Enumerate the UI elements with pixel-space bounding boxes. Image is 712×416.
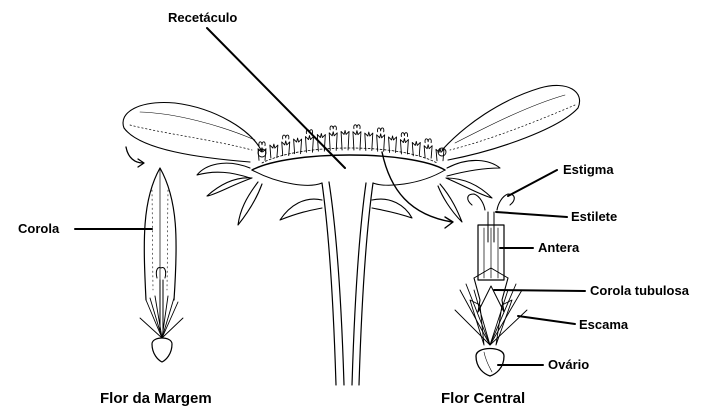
- disc-floret: [329, 132, 337, 151]
- disc-floret-stigma: [259, 142, 265, 146]
- disc-floret: [305, 136, 313, 153]
- disc-floret-stigma: [401, 133, 407, 137]
- label-receptacle: Recetáculo: [168, 11, 237, 24]
- disc-flower-illustration: [455, 194, 527, 376]
- label-ovary: Ovário: [548, 358, 589, 371]
- label-style: Estilete: [571, 210, 617, 223]
- label-disc-flower: Flor Central: [441, 391, 525, 406]
- disc-floret: [258, 148, 266, 161]
- disc-floret-stigma: [354, 125, 360, 129]
- disc-floret: [436, 148, 444, 160]
- leader-lines: [75, 28, 585, 365]
- label-corolla: Corola: [18, 222, 59, 235]
- disc-floret: [365, 132, 373, 150]
- leader-scale: [518, 316, 575, 324]
- involucral-bracts: [197, 160, 500, 225]
- disc-floret: [282, 141, 290, 156]
- ray-flower-illustration: [140, 168, 183, 362]
- disc-floret: [424, 145, 432, 158]
- disc-floret: [389, 136, 397, 152]
- ray-florets: [123, 85, 580, 162]
- receptacle-dome: [252, 148, 445, 185]
- label-scale: Escama: [579, 318, 628, 331]
- label-stigma: Estigma: [563, 163, 614, 176]
- disc-floret: [341, 130, 349, 150]
- disc-floret: [400, 139, 408, 154]
- capitulum-illustration: [123, 85, 580, 385]
- leader-stigma: [508, 170, 557, 196]
- disc-floret-stigma: [425, 139, 431, 143]
- disc-floret: [270, 144, 278, 158]
- stems: [322, 182, 373, 385]
- leader-style: [496, 212, 567, 217]
- label-ray-flower: Flor da Margem: [100, 391, 212, 406]
- disc-floret-stigma: [378, 128, 384, 132]
- disc-floret: [353, 131, 361, 150]
- label-tubular-corolla: Corola tubulosa: [590, 284, 689, 297]
- disc-floret: [294, 138, 302, 154]
- disc-floret-stigma: [330, 126, 336, 130]
- disc-floret: [412, 141, 420, 155]
- arrow-to-disc-flower: [382, 152, 452, 222]
- label-anther: Antera: [538, 241, 579, 254]
- disc-floret: [377, 134, 385, 151]
- disc-floret-stigma: [283, 135, 289, 139]
- arrow-head-disc: [445, 217, 453, 228]
- leader-tubular-corolla: [494, 290, 585, 291]
